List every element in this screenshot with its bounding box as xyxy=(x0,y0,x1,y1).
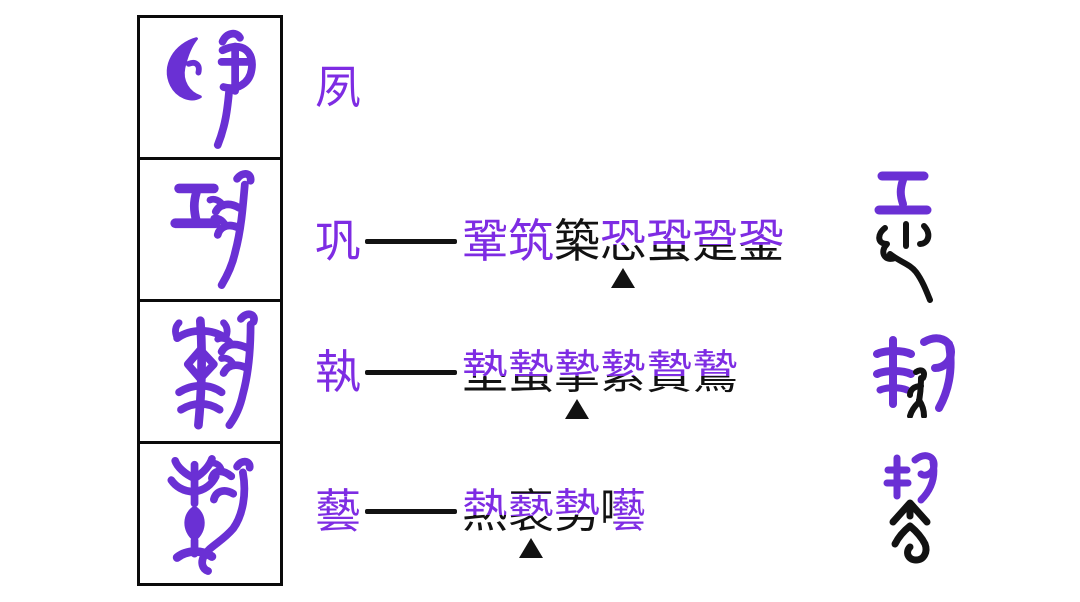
row-zhi: 執 墊蟄摯縶贄鷙 xyxy=(315,344,738,419)
oracle-glyph-zhi-icon xyxy=(172,309,258,430)
derived-character: 恐 xyxy=(600,214,646,288)
row-gong: 巩 鞏筑築恐蛩跫銎 xyxy=(315,213,784,288)
derived-character-glyph: 銎 xyxy=(738,214,784,268)
derived-character: 墊 xyxy=(462,348,508,396)
derived-character: 囈 xyxy=(600,487,646,535)
derived-character: 褻 xyxy=(508,484,554,558)
derived-character-glyph: 築 xyxy=(554,214,600,268)
connector-line xyxy=(365,508,457,514)
derived-character: 熱 xyxy=(462,487,508,535)
derived-character: 鷙 xyxy=(692,348,738,396)
derived-character-glyph: 蛩 xyxy=(646,214,692,268)
seal-yi-icon xyxy=(883,452,938,564)
derived-character-glyph: 贄 xyxy=(646,345,692,399)
derived-character: 贄 xyxy=(646,348,692,396)
head-character: 巩 xyxy=(315,213,361,268)
derived-character: 鞏 xyxy=(462,217,508,265)
derived-character: 摯 xyxy=(554,345,600,419)
derived-character-glyph: 熱 xyxy=(462,484,508,538)
ancient-glyph-column xyxy=(137,15,283,586)
seal-zhi-icon xyxy=(873,334,955,419)
seal-gong-icon xyxy=(874,171,933,303)
derived-character-glyph: 鞏 xyxy=(462,214,508,268)
derived-character-list: 熱褻勢囈 xyxy=(462,484,646,558)
oracle-glyph-yi-icon xyxy=(167,454,254,575)
derived-character-glyph: 鷙 xyxy=(692,345,738,399)
glyph-box-yi xyxy=(137,441,283,586)
derived-character-glyph: 恐 xyxy=(600,214,646,268)
head-character: 執 xyxy=(315,344,361,399)
derived-character: 蛩 xyxy=(646,217,692,265)
derived-character-glyph: 囈 xyxy=(600,484,646,538)
derived-character: 勢 xyxy=(554,487,600,535)
derived-character-glyph: 跫 xyxy=(692,214,738,268)
derived-character-glyph: 縶 xyxy=(600,345,646,399)
derived-character-list: 鞏筑築恐蛩跫銎 xyxy=(462,214,784,288)
highlight-triangle-marker xyxy=(565,399,589,419)
connector-line xyxy=(365,369,457,375)
derived-character: 銎 xyxy=(738,217,784,265)
head-character: 藝 xyxy=(315,483,361,538)
connector-line xyxy=(365,238,457,244)
derived-character: 縶 xyxy=(600,348,646,396)
derived-character: 跫 xyxy=(692,217,738,265)
seal-glyph-yi xyxy=(880,450,940,572)
glyph-box-zhi xyxy=(137,299,283,444)
derived-character: 蟄 xyxy=(508,348,554,396)
derived-character-glyph: 摯 xyxy=(554,345,600,399)
derived-character-glyph: 蟄 xyxy=(508,345,554,399)
derived-character-list: 墊蟄摯縶贄鷙 xyxy=(462,345,738,419)
seal-glyph-gong xyxy=(872,166,938,310)
head-character: 夙 xyxy=(315,59,361,114)
derived-character-glyph: 褻 xyxy=(508,484,554,538)
derived-character-glyph: 勢 xyxy=(554,484,600,538)
oracle-glyph-gong-icon xyxy=(170,169,255,289)
derived-character: 筑 xyxy=(508,217,554,265)
derived-character: 築 xyxy=(554,217,600,265)
seal-glyph-zhi xyxy=(866,330,962,422)
derived-character-glyph: 筑 xyxy=(508,214,554,268)
derived-character-glyph: 墊 xyxy=(462,345,508,399)
oracle-glyph-su-icon xyxy=(166,29,256,149)
row-yi: 藝 熱褻勢囈 xyxy=(315,483,646,558)
row-su: 夙 xyxy=(315,59,361,115)
glyph-box-su xyxy=(137,15,283,160)
glyph-box-gong xyxy=(137,157,283,302)
highlight-triangle-marker xyxy=(519,538,543,558)
highlight-triangle-marker xyxy=(611,268,635,288)
